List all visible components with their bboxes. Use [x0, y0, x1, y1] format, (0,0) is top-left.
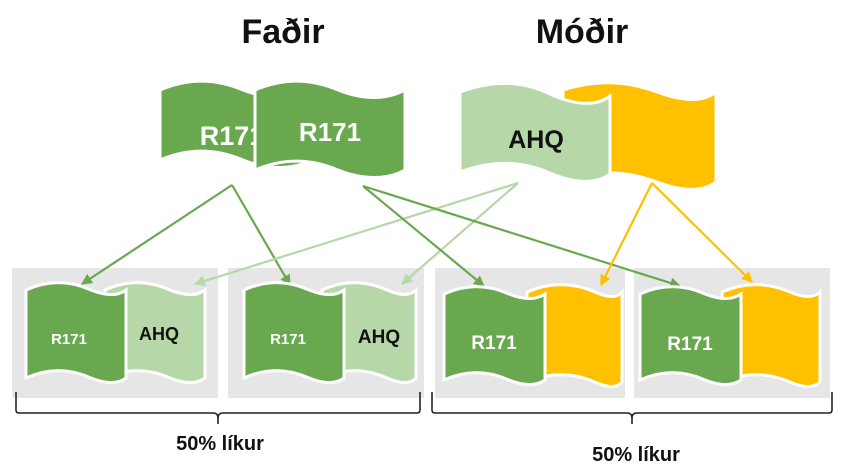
father-chromosome-2-label: R171	[299, 117, 361, 147]
arrow-mother-to-offspring-4	[651, 182, 753, 283]
offspring-4: R171	[638, 283, 822, 388]
probability-label-right: 50% líkur	[592, 444, 680, 466]
offspring-3: R171	[442, 283, 624, 388]
arrow-mother-to-offspring-2	[401, 182, 519, 285]
arrow-mother-to-offspring-3	[600, 182, 653, 286]
offspring-1-chromosome-1	[24, 281, 128, 384]
offspring-2-chromosome-1-label: R171	[270, 331, 306, 348]
arrow-father-to-offspring-1	[81, 184, 233, 285]
offspring-4-chromosome-2	[720, 283, 822, 388]
offspring-1: R171 AHQ	[24, 281, 207, 384]
mother-chromosome-1: AHQ	[458, 81, 612, 183]
arrow-father-to-offspring-4	[362, 184, 682, 289]
arrow-father-to-offspring-3	[362, 185, 485, 287]
offspring-3-chromosome-1	[442, 285, 547, 386]
offspring-2: R171 AHQ	[242, 281, 418, 384]
probability-label-left: 50% líkur	[176, 433, 264, 455]
father-chromosome-2: R171	[253, 79, 407, 179]
offspring-4-chromosome-1-label: R171	[667, 334, 713, 355]
mother-chromosome-1-label: AHQ	[508, 126, 564, 154]
bracket-right	[431, 392, 833, 424]
father-title: Faðir	[241, 13, 324, 51]
offspring-2-chromosome-2-label: AHQ	[358, 327, 400, 348]
offspring-1-chromosome-2-label: AHQ	[139, 324, 179, 344]
arrow-father-to-offspring-2	[231, 184, 291, 286]
offspring-2-chromosome-1	[242, 281, 346, 384]
bracket-left	[15, 392, 421, 424]
offspring-3-chromosome-1-label: R171	[471, 333, 517, 354]
offspring-4-chromosome-1	[638, 285, 743, 386]
offspring-1-chromosome-2	[103, 281, 207, 384]
mother-title: Móðir	[536, 13, 629, 51]
arrow-mother-to-offspring-1	[193, 181, 519, 287]
offspring-3-chromosome-2	[525, 283, 624, 388]
offspring-1-chromosome-1-label: R171	[51, 331, 87, 348]
inheritance-arrows	[81, 181, 753, 289]
